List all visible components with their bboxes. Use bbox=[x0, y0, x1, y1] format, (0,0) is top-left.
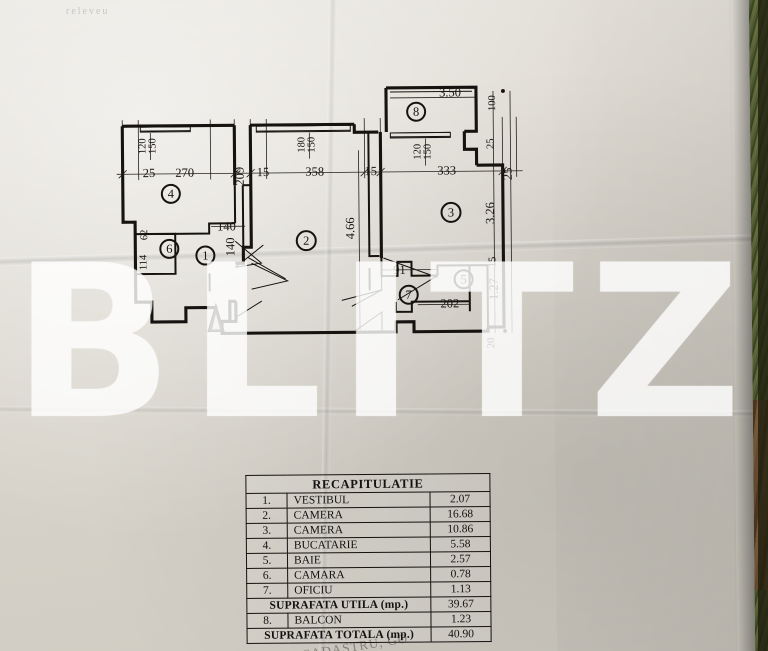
room-label-4: 4 bbox=[168, 187, 175, 201]
dim-right-4: 20 bbox=[486, 338, 497, 349]
total-value: 40.90 bbox=[431, 626, 492, 643]
top-dimension-chain: 25 270 209 15 358 15 333 25 bbox=[143, 163, 515, 186]
row-number: 8. bbox=[246, 613, 289, 629]
row-name: OFICIU bbox=[287, 582, 431, 599]
table-title: RECAPITULATIE bbox=[245, 473, 490, 494]
room-bubble-7 bbox=[398, 284, 419, 305]
opening-1-height: 150 bbox=[306, 137, 317, 153]
room-label-1: 1 bbox=[202, 249, 208, 263]
opening-0-height: 150 bbox=[147, 138, 158, 154]
room-bubble-2 bbox=[295, 230, 317, 252]
dim-misc-2: 62 bbox=[139, 230, 150, 241]
dim-top-6: 333 bbox=[437, 163, 456, 177]
row-value: 2.07 bbox=[429, 491, 491, 508]
opening-sizes: 120 150 180 150 120 150 bbox=[137, 132, 434, 166]
dim-balcony-width: 3.50 bbox=[439, 85, 461, 99]
row-name: BAIE bbox=[287, 552, 431, 569]
row-value: 1.23 bbox=[430, 611, 492, 628]
room-bubble-1 bbox=[195, 245, 216, 266]
row-name: CAMERA bbox=[287, 522, 431, 539]
dim-right-3: 1.27 bbox=[487, 278, 501, 300]
dim-misc-3: 114 bbox=[138, 254, 149, 270]
dim-top-1: 270 bbox=[175, 166, 194, 180]
room-bubble-8 bbox=[406, 101, 427, 122]
table-row: 4. BUCATARIE 5.58 bbox=[246, 536, 491, 554]
dim-top-4: 358 bbox=[305, 165, 324, 179]
room-number-bubbles: 4 6 1 2 3 8 7 5 bbox=[159, 101, 474, 305]
row-value: 16.68 bbox=[430, 506, 491, 523]
north-arrow-icon bbox=[207, 302, 225, 333]
dim-top-5: 15 bbox=[364, 164, 377, 178]
subtotal-value: 39.67 bbox=[430, 596, 491, 613]
row-number: 3. bbox=[246, 523, 288, 539]
row-value: 2.57 bbox=[430, 551, 491, 568]
room-label-6: 6 bbox=[166, 242, 172, 256]
dim-center-height: 4.66 bbox=[343, 217, 357, 239]
row-value: 0.78 bbox=[430, 566, 491, 583]
table-subtotal-row: SUPRAFATA UTILA (mp.) 39.67 bbox=[246, 596, 491, 614]
room-bubble-4 bbox=[160, 183, 181, 204]
row-name: VESTIBUL bbox=[286, 492, 431, 509]
total-label: SUPRAFATA TOTALA (mp.) bbox=[247, 627, 432, 644]
row-name: BUCATARIE bbox=[287, 537, 431, 554]
room-label-8: 8 bbox=[413, 105, 419, 119]
room-bubble-3 bbox=[440, 201, 462, 223]
table-title-row: RECAPITULATIE bbox=[245, 473, 490, 494]
subtotal-label: SUPRAFATA UTILA (mp.) bbox=[246, 597, 431, 614]
opening-2-height: 150 bbox=[422, 144, 433, 160]
table-row: 5. BAIE 2.57 bbox=[246, 551, 491, 569]
dim-balcony-step: 25 bbox=[485, 139, 496, 150]
opening-2-width: 120 bbox=[412, 144, 423, 160]
dim-top-0: 25 bbox=[143, 166, 156, 180]
room-bubble-6 bbox=[159, 238, 180, 259]
dim-right-1: 3.26 bbox=[483, 202, 497, 224]
faint-header-text: releveu bbox=[66, 6, 110, 17]
row-name: CAMERA bbox=[287, 507, 431, 524]
room-bubble-5 bbox=[453, 269, 474, 290]
room-label-7: 7 bbox=[406, 288, 412, 302]
table-row: 2. CAMERA 16.68 bbox=[246, 506, 491, 524]
row-number: 6. bbox=[246, 568, 288, 584]
row-value: 10.86 bbox=[430, 521, 491, 538]
right-dimension-chain: 3.26 15 1.27 20 bbox=[483, 202, 501, 348]
table-row: 3. CAMERA 10.86 bbox=[246, 521, 491, 539]
room-label-3: 3 bbox=[448, 205, 454, 219]
dim-misc-1: 140 bbox=[223, 238, 237, 257]
opening-0-width: 120 bbox=[137, 138, 148, 154]
table-row: 1. VESTIBUL 2.07 bbox=[245, 491, 491, 509]
room-label-2: 2 bbox=[303, 234, 309, 248]
row-value: 1.13 bbox=[430, 581, 491, 598]
dim-top-3: 15 bbox=[257, 165, 270, 179]
row-number: 1. bbox=[245, 493, 288, 509]
row-number: 2. bbox=[246, 508, 288, 524]
table-row: 6. CAMARA 0.78 bbox=[246, 566, 491, 584]
opening-1-width: 180 bbox=[296, 137, 307, 153]
table-row: 8. BALCON 1.23 bbox=[246, 611, 492, 629]
dim-misc-5: 202 bbox=[440, 296, 459, 310]
table-row: 7. OFICIU 1.13 bbox=[246, 581, 491, 599]
background-shadow-strip bbox=[758, 0, 768, 651]
table-total-row: SUPRAFATA TOTALA (mp.) 40.90 bbox=[247, 626, 492, 644]
row-name: BALCON bbox=[287, 612, 432, 629]
row-number: 4. bbox=[246, 538, 288, 554]
room-label-5: 5 bbox=[460, 272, 466, 286]
row-name: CAMARA bbox=[287, 567, 431, 584]
dim-balcony-depth: 100 bbox=[487, 95, 498, 111]
dim-top-7: 25 bbox=[501, 168, 515, 181]
dim-right-2: 15 bbox=[487, 257, 498, 268]
row-number: 5. bbox=[246, 553, 288, 569]
row-number: 7. bbox=[246, 583, 288, 599]
recapitulatie-table: RECAPITULATIE 1. VESTIBUL 2.07 2. CAMERA… bbox=[245, 473, 492, 644]
dim-top-2: 209 bbox=[233, 167, 247, 186]
row-value: 5.58 bbox=[430, 536, 491, 553]
